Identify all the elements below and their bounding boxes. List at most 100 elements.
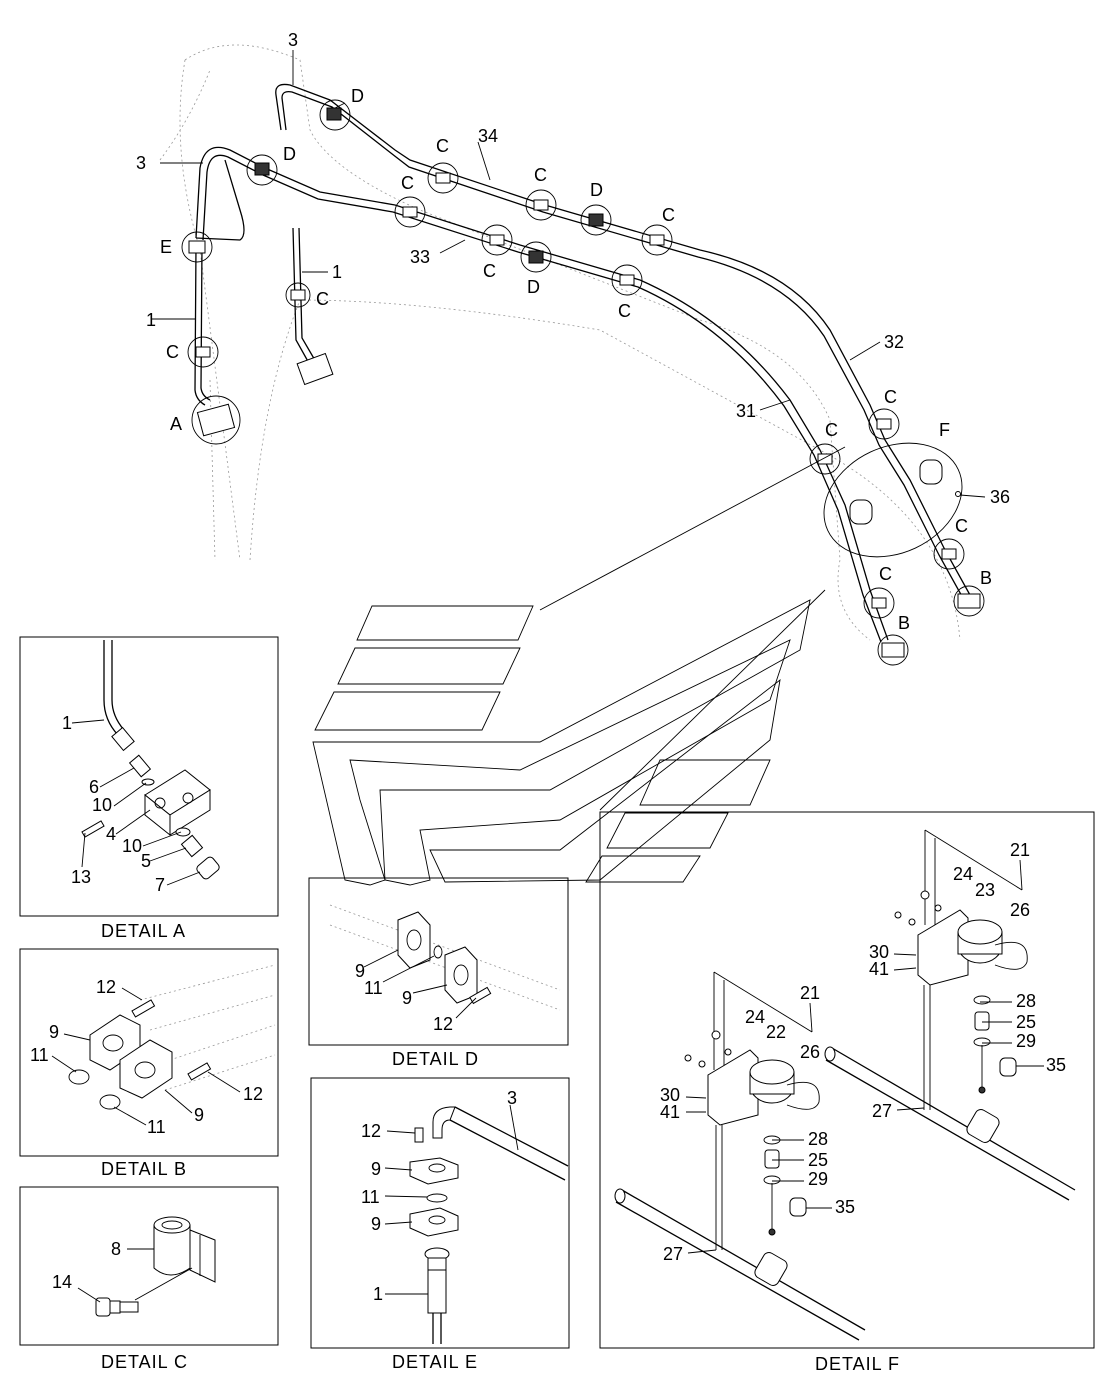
detail-b-label-9a: 9: [49, 1022, 59, 1042]
label-c-7: C: [884, 387, 897, 407]
label-c-9: C: [955, 516, 968, 536]
label-c-3: C: [534, 165, 547, 185]
label-3-upper: 3: [288, 30, 298, 50]
detail-f-caption: DETAIL F: [815, 1354, 900, 1374]
label-d-4: D: [527, 277, 540, 297]
detail-d-caption: DETAIL D: [392, 1049, 479, 1069]
detail-b-label-12a: 12: [96, 977, 116, 997]
label-f: F: [939, 420, 950, 440]
detail-a-label-7: 7: [155, 875, 165, 895]
detail-c-caption: DETAIL C: [101, 1352, 188, 1372]
label-e: E: [160, 237, 172, 257]
detail-a-label-10b: 10: [122, 836, 142, 856]
detail-f-label-30-lower: 30: [660, 1085, 680, 1105]
label-1-right: 1: [332, 262, 342, 282]
pipe-line-upper: [275, 83, 971, 601]
detail-e-label-3: 3: [507, 1088, 517, 1108]
detail-a-label-6: 6: [89, 777, 99, 797]
detail-f: 21 24 23 26 30 41 28 25 29 35 27 21 24 2…: [599, 811, 1095, 1374]
label-a: A: [170, 414, 182, 434]
label-c-4: C: [662, 205, 675, 225]
label-34: 34: [478, 126, 498, 146]
detail-f-label-28-lower: 28: [808, 1129, 828, 1149]
detail-f-label-24-upper: 24: [953, 864, 973, 884]
label-32: 32: [884, 332, 904, 352]
detail-e-label-9b: 9: [371, 1214, 381, 1234]
detail-e: 12 3 9 11 9 1 DETAIL E: [310, 1077, 570, 1372]
detail-f-label-25-upper: 25: [1016, 1012, 1036, 1032]
pipe-line-lower: [194, 146, 889, 643]
detail-f-label-26-upper: 26: [1010, 900, 1030, 920]
detail-b-label-11b: 11: [147, 1117, 166, 1137]
detail-a-label-1: 1: [62, 713, 72, 733]
detail-f-label-25-lower: 25: [808, 1150, 828, 1170]
detail-e-label-11: 11: [361, 1187, 380, 1207]
detail-b-label-11a: 11: [30, 1045, 49, 1065]
detail-e-caption: DETAIL E: [392, 1352, 478, 1372]
detail-f-label-35-upper: 35: [1046, 1055, 1066, 1075]
pipe-line-short: [292, 227, 334, 386]
logo-stripes: [312, 599, 811, 886]
detail-f-label-24-lower: 24: [745, 1007, 765, 1027]
detail-b-label-12b: 12: [243, 1084, 263, 1104]
detail-d-label-9b: 9: [402, 988, 412, 1008]
label-c-right: C: [316, 289, 329, 309]
detail-a-label-13: 13: [71, 867, 91, 887]
detail-f-label-27-lower: 27: [663, 1244, 683, 1264]
detail-f-label-28-upper: 28: [1016, 991, 1036, 1011]
detail-d-label-9a: 9: [355, 961, 365, 981]
boom-ghost-outline: [159, 44, 961, 641]
label-c-10: C: [879, 564, 892, 584]
label-31: 31: [736, 401, 756, 421]
label-3-lower: 3: [136, 153, 146, 173]
detail-f-label-29-upper: 29: [1016, 1031, 1036, 1051]
detail-f-label-23: 23: [975, 880, 995, 900]
detail-d-label-11: 11: [364, 978, 383, 998]
detail-f-label-26-lower: 26: [800, 1042, 820, 1062]
detail-e-label-12: 12: [361, 1121, 381, 1141]
detail-f-callout: [539, 442, 963, 811]
detail-a-label-10a: 10: [92, 795, 112, 815]
label-d-1: D: [351, 86, 364, 106]
label-c-1: C: [436, 136, 449, 156]
pipe-clamps: [181, 99, 985, 666]
label-c-2: C: [401, 173, 414, 193]
detail-d-label-12: 12: [433, 1014, 453, 1034]
detail-b-label-9b: 9: [194, 1105, 204, 1125]
label-36: 36: [990, 487, 1010, 507]
detail-f-label-35-lower: 35: [835, 1197, 855, 1217]
detail-a-label-4: 4: [106, 824, 116, 844]
label-d-2: D: [283, 144, 296, 164]
detail-a: 1 6 10 4 10 5 13 7 DETAIL A: [19, 636, 279, 941]
label-c-8: C: [825, 420, 838, 440]
detail-f-label-22: 22: [766, 1022, 786, 1042]
label-b-2: B: [898, 613, 910, 633]
label-c-5: C: [483, 261, 496, 281]
main-callouts: 3 3 D D 34 C C C D C E 1 1 C C 33 C D C …: [136, 30, 1010, 633]
detail-d: 9 11 9 12 DETAIL D: [308, 877, 569, 1069]
detail-e-label-1: 1: [373, 1284, 383, 1304]
label-c-left: C: [166, 342, 179, 362]
label-33: 33: [410, 247, 430, 267]
detail-e-label-9a: 9: [371, 1159, 381, 1179]
detail-a-label-5: 5: [141, 851, 151, 871]
detail-f-label-41-lower: 41: [660, 1102, 680, 1122]
detail-f-label-21-lower: 21: [800, 983, 820, 1003]
detail-f-label-29-lower: 29: [808, 1169, 828, 1189]
detail-c-label-14: 14: [52, 1272, 72, 1292]
detail-f-label-27-upper: 27: [872, 1101, 892, 1121]
label-1-left: 1: [146, 310, 156, 330]
detail-c-label-8: 8: [111, 1239, 121, 1259]
detail-f-label-30-upper: 30: [869, 942, 889, 962]
label-b-1: B: [980, 568, 992, 588]
label-c-6: C: [618, 301, 631, 321]
detail-f-label-21-upper: 21: [1010, 840, 1030, 860]
detail-f-label-41-upper: 41: [869, 959, 889, 979]
detail-c: 8 14 DETAIL C: [19, 1186, 279, 1372]
detail-b: 12 9 11 12 9 11 DETAIL B: [19, 948, 279, 1179]
label-d-3: D: [590, 180, 603, 200]
detail-a-caption: DETAIL A: [101, 921, 186, 941]
detail-b-caption: DETAIL B: [101, 1159, 187, 1179]
